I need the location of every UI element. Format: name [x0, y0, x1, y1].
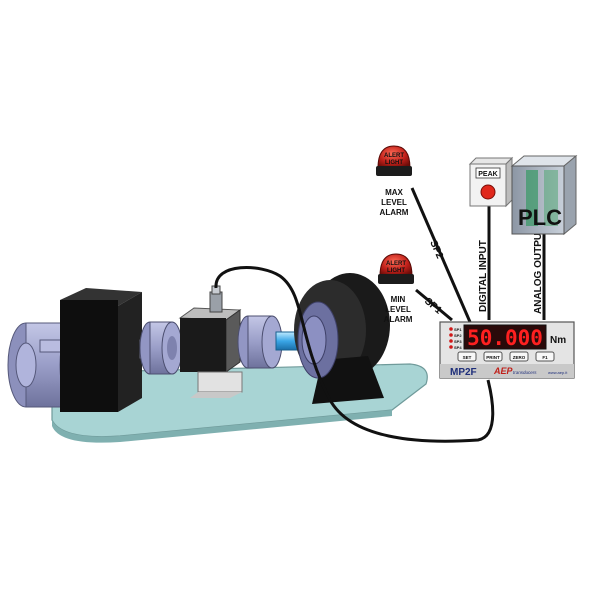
digital-input-label: DIGITAL INPUT [478, 240, 489, 312]
f1-button-label: F1 [542, 355, 548, 360]
peak-push-button[interactable] [480, 184, 496, 200]
min-alarm-label-line3: ALARM [384, 315, 413, 324]
zero-button-label: ZERO [513, 355, 526, 360]
max-alarm-label-line2: LEVEL [381, 198, 407, 207]
transducer-cable [214, 266, 495, 443]
meter-button-print[interactable] [483, 351, 503, 362]
led-label-sp3: SP3 [454, 339, 462, 344]
meter-display [463, 324, 547, 350]
meter-brand-sub: transducers [513, 370, 537, 375]
wiring [214, 187, 546, 443]
min-alarm-label-line2: LEVEL [385, 305, 411, 314]
max-alert-light-icon [377, 145, 411, 169]
meter-button-set[interactable] [457, 351, 477, 362]
min-light-text-2: LIGHT [387, 268, 405, 274]
meter-model: MP2F [450, 367, 477, 378]
led-label-sp2: SP2 [454, 333, 462, 338]
base-plate-edge [52, 410, 392, 443]
meter-unit: Nm [550, 335, 566, 346]
motor-mount-block [60, 288, 142, 412]
meter-brand: AEP [493, 366, 514, 376]
plc-unit: PLC [510, 154, 578, 236]
meter-buttons: SET PRINT ZERO F1 [457, 351, 555, 362]
peak-label: PEAK [478, 171, 497, 178]
coupling-left [139, 321, 183, 375]
sp1-label: SP1 [422, 296, 444, 317]
max-light-text-1: ALERT [384, 153, 404, 159]
sp2-wire [410, 187, 472, 323]
sp1-wire [415, 288, 453, 322]
print-button-label: PRINT [486, 355, 500, 360]
led-label-sp4: SP4 [454, 345, 462, 350]
transducer-connector [209, 291, 223, 313]
min-alert-light-icon [379, 253, 413, 277]
test-bench [7, 273, 428, 443]
coupling-right [237, 315, 283, 369]
peak-button-box: PEAK [468, 156, 514, 208]
min-level-alarm: ALERT LIGHT MIN LEVEL ALARM [378, 253, 414, 324]
plc-label: PLC [518, 205, 562, 230]
min-alarm-label-line1: MIN [391, 295, 406, 304]
max-alarm-label-line1: MAX [385, 188, 403, 197]
led-label-sp1: SP1 [454, 327, 462, 332]
meter-button-f1[interactable] [535, 351, 555, 362]
meter-reading: 50.000 [467, 326, 543, 350]
max-level-alarm: ALERT LIGHT MAX LEVEL ALARM [376, 145, 412, 217]
brake-load-unit [294, 273, 390, 404]
min-light-text-1: ALERT [386, 261, 406, 267]
meter-button-zero[interactable] [509, 351, 529, 362]
setpoint-leds: SP1 SP2 SP3 SP4 [449, 327, 462, 350]
meter-website: www.aep.it [548, 370, 568, 375]
analog-output-label: ANALOG OUTPUT [533, 227, 544, 314]
max-alarm-label-line3: ALARM [380, 208, 409, 217]
max-light-text-2: LIGHT [385, 160, 403, 166]
set-button-label: SET [463, 355, 472, 360]
mp2f-indicator: SP1 SP2 SP3 SP4 50.000 Nm SET PRINT ZERO… [439, 321, 575, 379]
torque-transducer [178, 285, 243, 398]
